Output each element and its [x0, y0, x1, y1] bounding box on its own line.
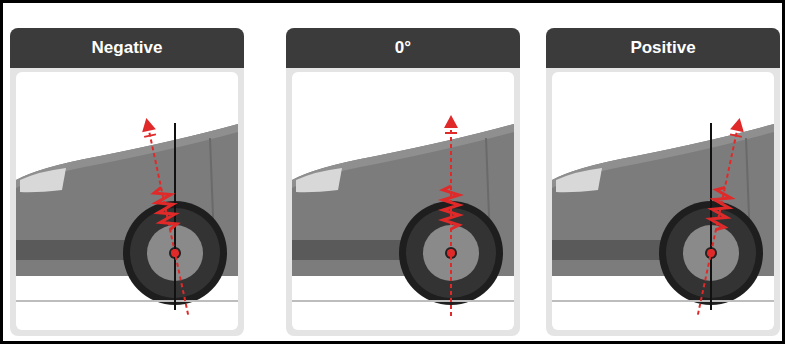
panel-heading: Negative	[92, 38, 163, 58]
panel-header: Negative	[10, 28, 244, 68]
panel-header: Positive	[546, 28, 780, 68]
panel-heading: Positive	[630, 38, 695, 58]
caster-panel: 0°	[286, 28, 520, 336]
caster-panel: Negative	[10, 28, 244, 336]
panel-heading: 0°	[395, 38, 411, 58]
panel-header: 0°	[286, 28, 520, 68]
caster-panel: Positive	[546, 28, 780, 336]
